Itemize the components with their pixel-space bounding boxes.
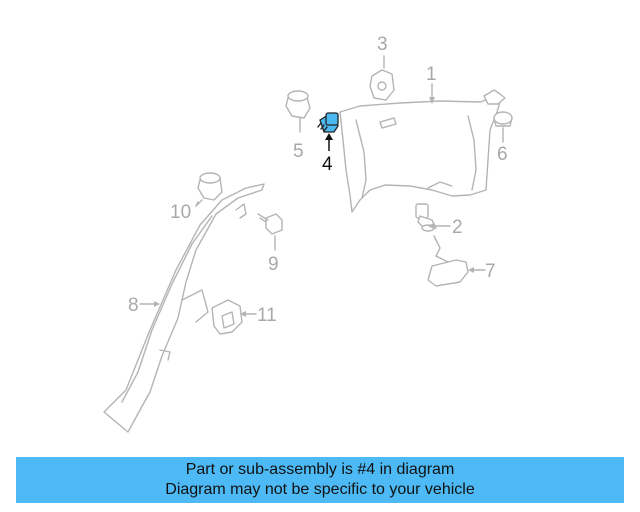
- caption-banner: Part or sub-assembly is #4 in diagram Di…: [16, 457, 624, 503]
- callout-8: 8: [128, 295, 139, 316]
- part-8-pillar-trim: [103, 183, 265, 433]
- caption-line-1: Part or sub-assembly is #4 in diagram: [185, 461, 455, 478]
- part-7-bracket: [427, 235, 486, 287]
- callout-6: 6: [497, 144, 508, 165]
- callout-3: 3: [377, 34, 388, 55]
- part-5-bushing: [285, 90, 311, 133]
- callout-7: 7: [485, 261, 496, 282]
- part-1-quarter-trim-panel: [339, 89, 506, 213]
- parts-diagram: 1 2 3 4 5 6 7 8 9 10 11: [103, 34, 513, 433]
- caption-line-2: Diagram may not be specific to your vehi…: [165, 481, 475, 498]
- leader-1-arrow: [429, 97, 435, 104]
- leader-10: [195, 201, 199, 207]
- part-11-clip-bracket: [211, 299, 257, 335]
- part-6-plug: [493, 111, 513, 143]
- callout-11: 11: [257, 305, 277, 326]
- callout-5: 5: [293, 141, 304, 162]
- leader-2-arrow: [428, 223, 434, 229]
- part-9-screw: [257, 213, 283, 251]
- callout-10: 10: [170, 202, 191, 223]
- callout-2: 2: [452, 217, 463, 238]
- part-3-retainer: [369, 55, 395, 101]
- callout-1: 1: [426, 64, 437, 85]
- callout-4: 4: [322, 154, 333, 175]
- part-10-cushion: [195, 172, 223, 207]
- callout-9: 9: [268, 254, 279, 275]
- part-4-bolt-highlighted: [317, 112, 339, 151]
